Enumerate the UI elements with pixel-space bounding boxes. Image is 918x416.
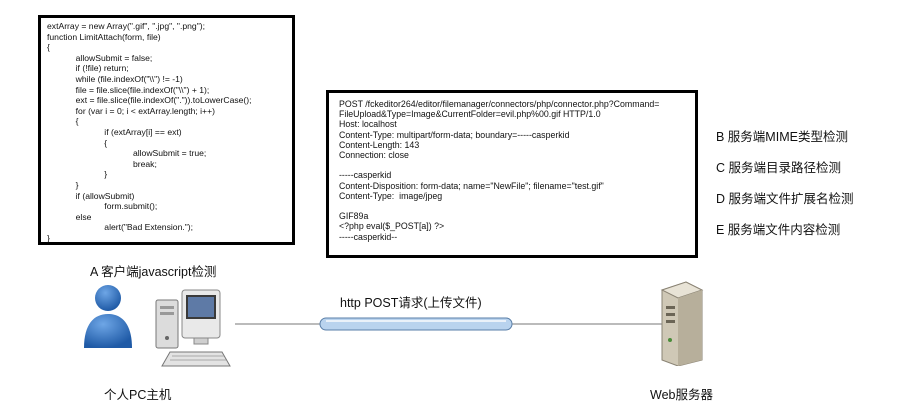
computer-icon <box>155 289 231 367</box>
http-request-box: POST /fckeditor264/editor/filemanager/co… <box>326 90 698 258</box>
server-check-extension: D 服务端文件扩展名检测 <box>716 192 854 206</box>
client-js-code: extArray = new Array(".gif", ".jpg", ".p… <box>47 21 252 243</box>
server-icon <box>660 281 704 366</box>
server-check-directory: C 服务端目录路径检测 <box>716 161 842 175</box>
connection-pipe <box>235 317 662 331</box>
server-check-content: E 服务端文件内容检测 <box>716 223 841 237</box>
server-label: Web服务器 <box>650 388 713 402</box>
http-request-text: POST /fckeditor264/editor/filemanager/co… <box>339 99 660 242</box>
user-icon <box>84 285 132 348</box>
client-js-caption: A 客户端javascript检测 <box>90 265 217 279</box>
connection-label: http POST请求(上传文件) <box>340 296 482 310</box>
server-check-mime: B 服务端MIME类型检测 <box>716 130 848 144</box>
pipe-body <box>319 317 513 331</box>
client-js-code-box: extArray = new Array(".gif", ".jpg", ".p… <box>38 15 295 245</box>
client-label: 个人PC主机 <box>104 388 172 402</box>
